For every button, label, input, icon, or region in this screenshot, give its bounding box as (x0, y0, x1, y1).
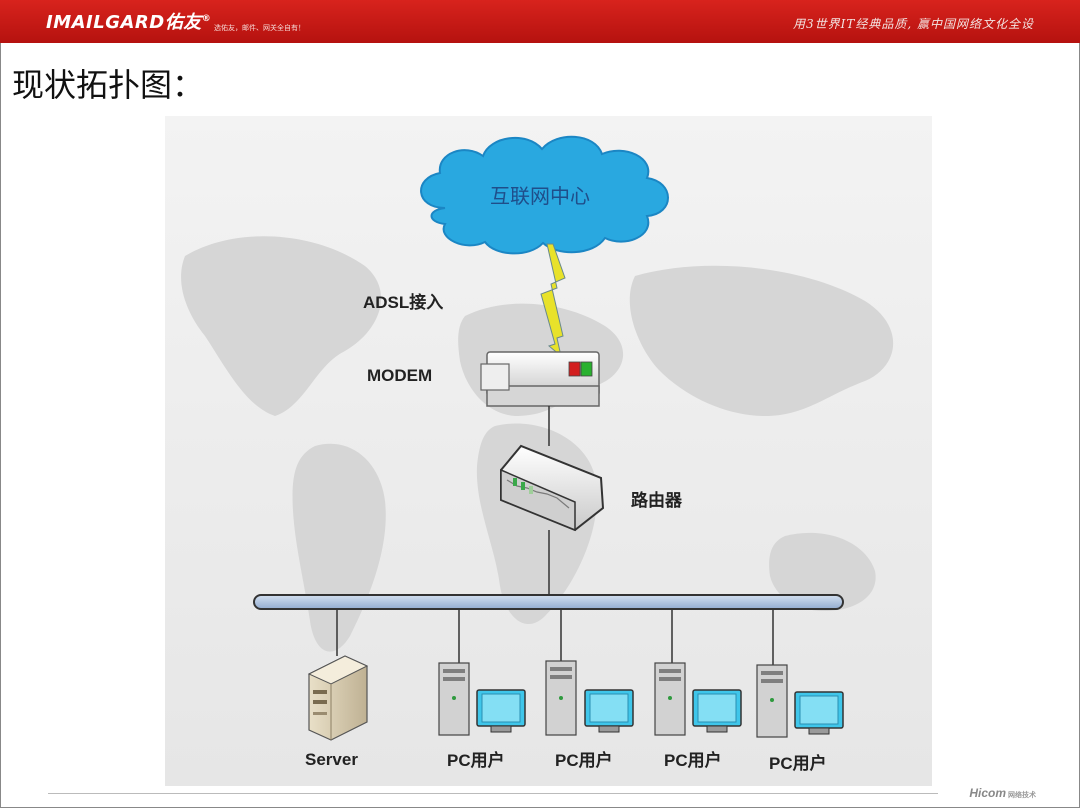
router-label: 路由器 (631, 491, 682, 510)
pc-label-4: PC用户 (769, 754, 827, 773)
world-map-watermark (181, 236, 894, 652)
server-device (307, 655, 369, 741)
pc-label-1: PC用户 (447, 751, 505, 770)
pc-workstation-3 (654, 662, 742, 736)
pc-workstation-1 (438, 662, 526, 736)
pc-label-3: PC用户 (664, 751, 722, 770)
cloud-label: 互联网中心 (490, 184, 590, 208)
brand-tagline: 选佑友，邮件、网关全自有！ (214, 24, 305, 32)
modem-label: MODEM (367, 366, 433, 385)
network-bus (253, 594, 844, 610)
slide-title: 现状拓扑图： (12, 66, 205, 104)
pc-workstation-2 (545, 660, 634, 736)
adsl-link-lightning (540, 243, 566, 358)
router-device (500, 444, 605, 532)
internet-cloud (420, 135, 669, 255)
brand-logo: IMAILGARD佑友® (46, 12, 212, 33)
adsl-label: ADSL接入 (363, 293, 444, 312)
topology-diagram: 互联网中心 ADSL接入 MODEM 路由器 Server PC用户 PC用户 … (165, 116, 932, 786)
header-slogan: 用3世界IT经典品质, 赢中国网络文化全设 (792, 17, 1034, 31)
pc-label-2: PC用户 (555, 751, 613, 770)
pc-workstation-4 (756, 664, 844, 738)
header-bar: IMAILGARD佑友® 选佑友，邮件、网关全自有！ 用3世界IT经典品质, 赢… (0, 0, 1080, 43)
modem-device (480, 351, 600, 407)
drop-lines (336, 609, 774, 665)
footer-divider (48, 793, 938, 794)
topology-graphic (165, 116, 932, 786)
server-label: Server (305, 750, 358, 769)
